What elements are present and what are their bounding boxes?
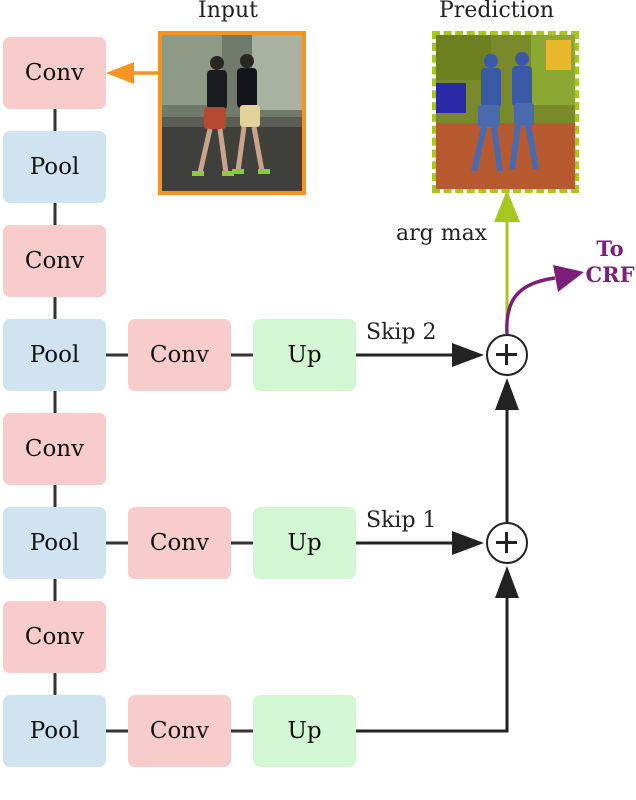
branch-conv-block: Conv [128,507,231,579]
block-label: Conv [24,624,85,650]
branch-up-block: Up [253,507,356,579]
encoder-conv-block: Conv [3,601,106,673]
block-label: Up [287,718,322,744]
skip1-label: Skip 1 [366,508,437,533]
input-image [158,31,306,195]
input-title: Input [198,0,258,23]
branch-conv-block: Conv [128,695,231,767]
crf-arrow [505,276,556,335]
skip2-label: Skip 2 [366,320,437,345]
block-label: Conv [149,342,210,368]
block-label: Pool [29,342,80,368]
to-crf-label: To CRF [582,236,636,288]
block-label: Conv [24,60,85,86]
block-label: Conv [149,718,210,744]
input-arrowhead [106,62,134,84]
encoder-conv-block: Conv [3,37,106,109]
to-crf-line2: CRF [585,262,635,287]
plus-icon [496,532,517,553]
block-label: Pool [29,530,80,556]
encoder-pool-block: Pool [3,319,106,391]
prediction-title: Prediction [439,0,555,23]
encoder-conv-block: Conv [3,413,106,485]
bottom-arrowhead [495,566,519,598]
block-label: Conv [24,436,85,462]
encoder-pool-block: Pool [3,695,106,767]
to-crf-line1: To [596,236,624,261]
sum-node-skip2 [486,334,528,376]
branch-conv-block: Conv [128,319,231,391]
crf-arrowhead [553,265,584,292]
block-label: Pool [29,718,80,744]
branch-up-block: Up [253,695,356,767]
encoder-pool-block: Pool [3,131,106,203]
plus-icon [496,344,517,365]
sum-node-skip1 [486,522,528,564]
block-label: Pool [29,154,80,180]
input-scene [162,35,302,191]
skip2-arrowhead [452,343,484,367]
sum-to-sum-arrowhead [495,378,519,410]
bottom-path [356,590,509,733]
block-label: Up [287,342,322,368]
encoder-pool-block: Pool [3,507,106,579]
block-label: Conv [149,530,210,556]
prediction-scene [436,35,575,189]
argmax-arrowhead [494,190,520,222]
skip1-arrowhead [452,531,484,555]
argmax-label: arg max [396,221,488,246]
prediction-image [432,31,579,193]
branch-up-block: Up [253,319,356,391]
block-label: Up [287,530,322,556]
block-label: Conv [24,248,85,274]
encoder-conv-block: Conv [3,225,106,297]
